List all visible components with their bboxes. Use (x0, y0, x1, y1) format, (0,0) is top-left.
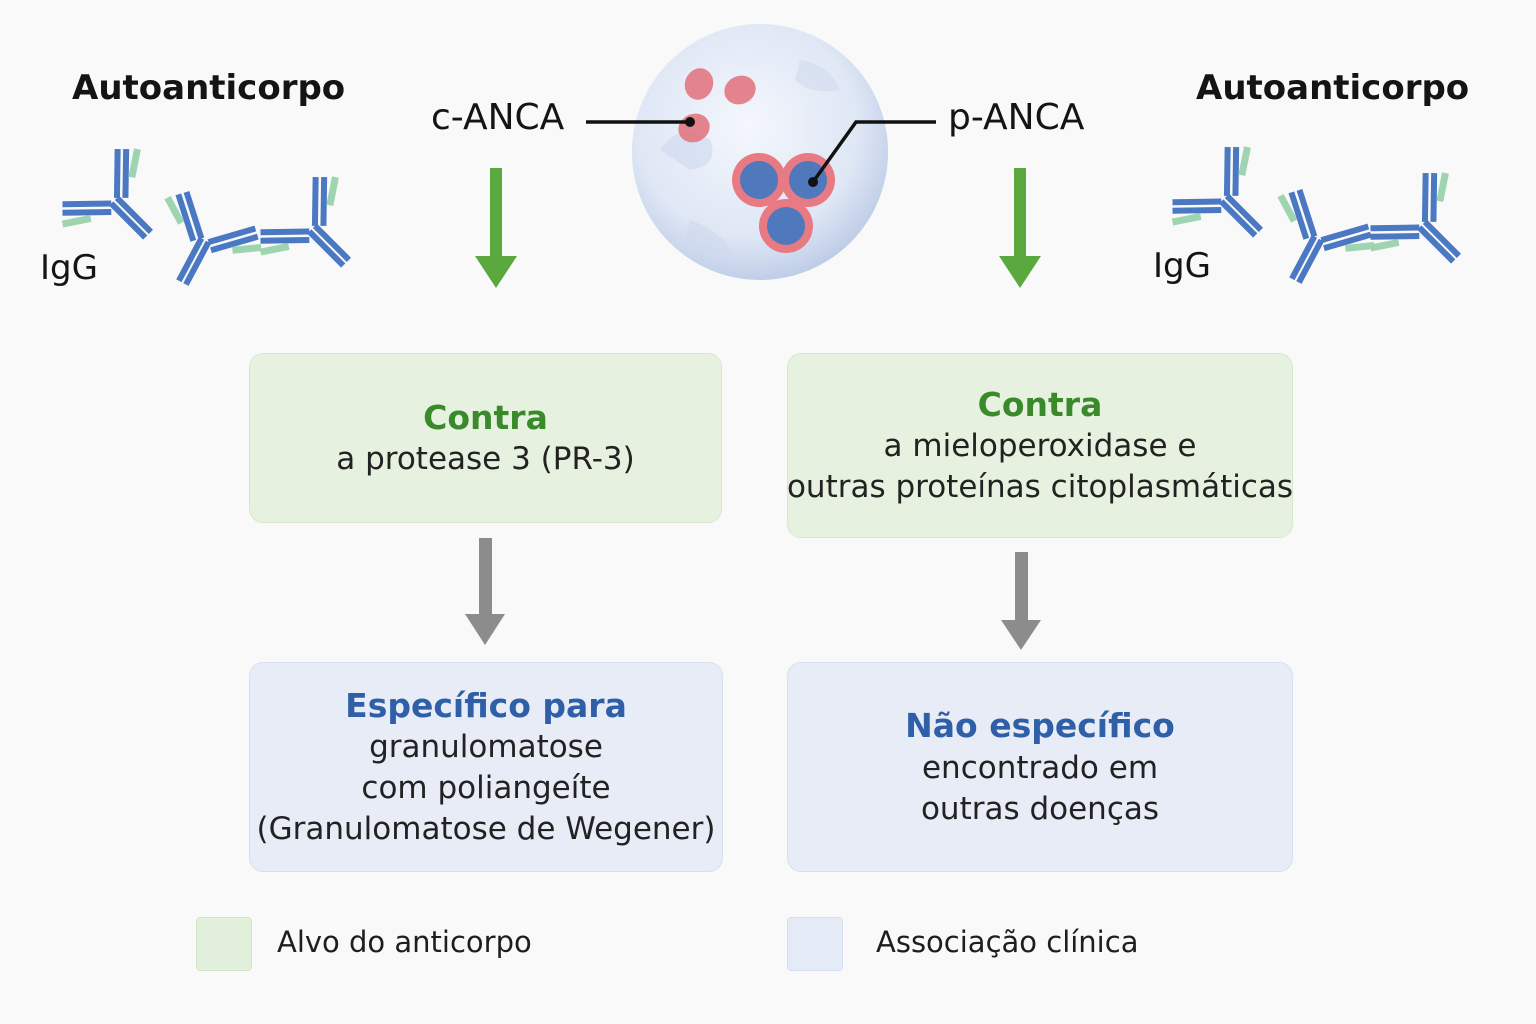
p-anca-label: p-ANCA (948, 97, 1085, 138)
box-text: a protease 3 (PR-3) (336, 441, 635, 478)
c-anca-target-box: Contra a protease 3 (PR-3) (249, 353, 722, 523)
box-text: encontrado em (921, 749, 1159, 786)
left-title: Autoanticorpo (72, 68, 346, 108)
legend-swatch-clinical (787, 917, 843, 971)
right-title: Autoanticorpo (1196, 68, 1470, 108)
box-text: a mieloperoxidase e (883, 428, 1197, 465)
box-text: (Granulomatose de Wegener) (256, 811, 716, 848)
box-text: outras proteínas citoplasmáticas (786, 469, 1294, 506)
left-igg-label: IgG (40, 248, 98, 288)
down-arrow-icon (465, 538, 505, 645)
box-text: granulomatose (369, 729, 603, 766)
right-igg-label: IgG (1153, 246, 1211, 286)
legend-label-target: Alvo do anticorpo (277, 925, 532, 959)
box-text: com poliangeíte (361, 770, 611, 807)
box-heading: Não específico (905, 706, 1175, 746)
c-anca-clinical-box: Específico para granulomatose com polian… (249, 662, 723, 872)
box-heading: Contra (977, 384, 1103, 424)
igg-antibody-icon (1361, 163, 1494, 296)
p-anca-clinical-box: Não específico encontrado em outras doen… (787, 662, 1293, 872)
legend-label-clinical: Associação clínica (876, 925, 1139, 959)
down-arrow-icon (1001, 552, 1041, 650)
legend-swatch-target (196, 917, 252, 971)
igg-antibody-icon (1249, 183, 1381, 305)
box-heading: Contra (423, 397, 548, 437)
igg-antibody-icon (251, 167, 384, 300)
down-arrow-icon (999, 168, 1041, 288)
box-text: outras doenças (920, 790, 1160, 827)
box-heading: Específico para (345, 685, 627, 725)
p-anca-target-box: Contra a mieloperoxidase e outras proteí… (787, 353, 1293, 538)
c-anca-pointer (586, 117, 695, 127)
p-anca-pointer (808, 120, 936, 187)
neutrophil-cell-icon (632, 24, 888, 280)
down-arrow-icon (475, 168, 517, 288)
c-anca-label: c-ANCA (431, 97, 565, 138)
igg-antibody-icon (136, 185, 268, 307)
